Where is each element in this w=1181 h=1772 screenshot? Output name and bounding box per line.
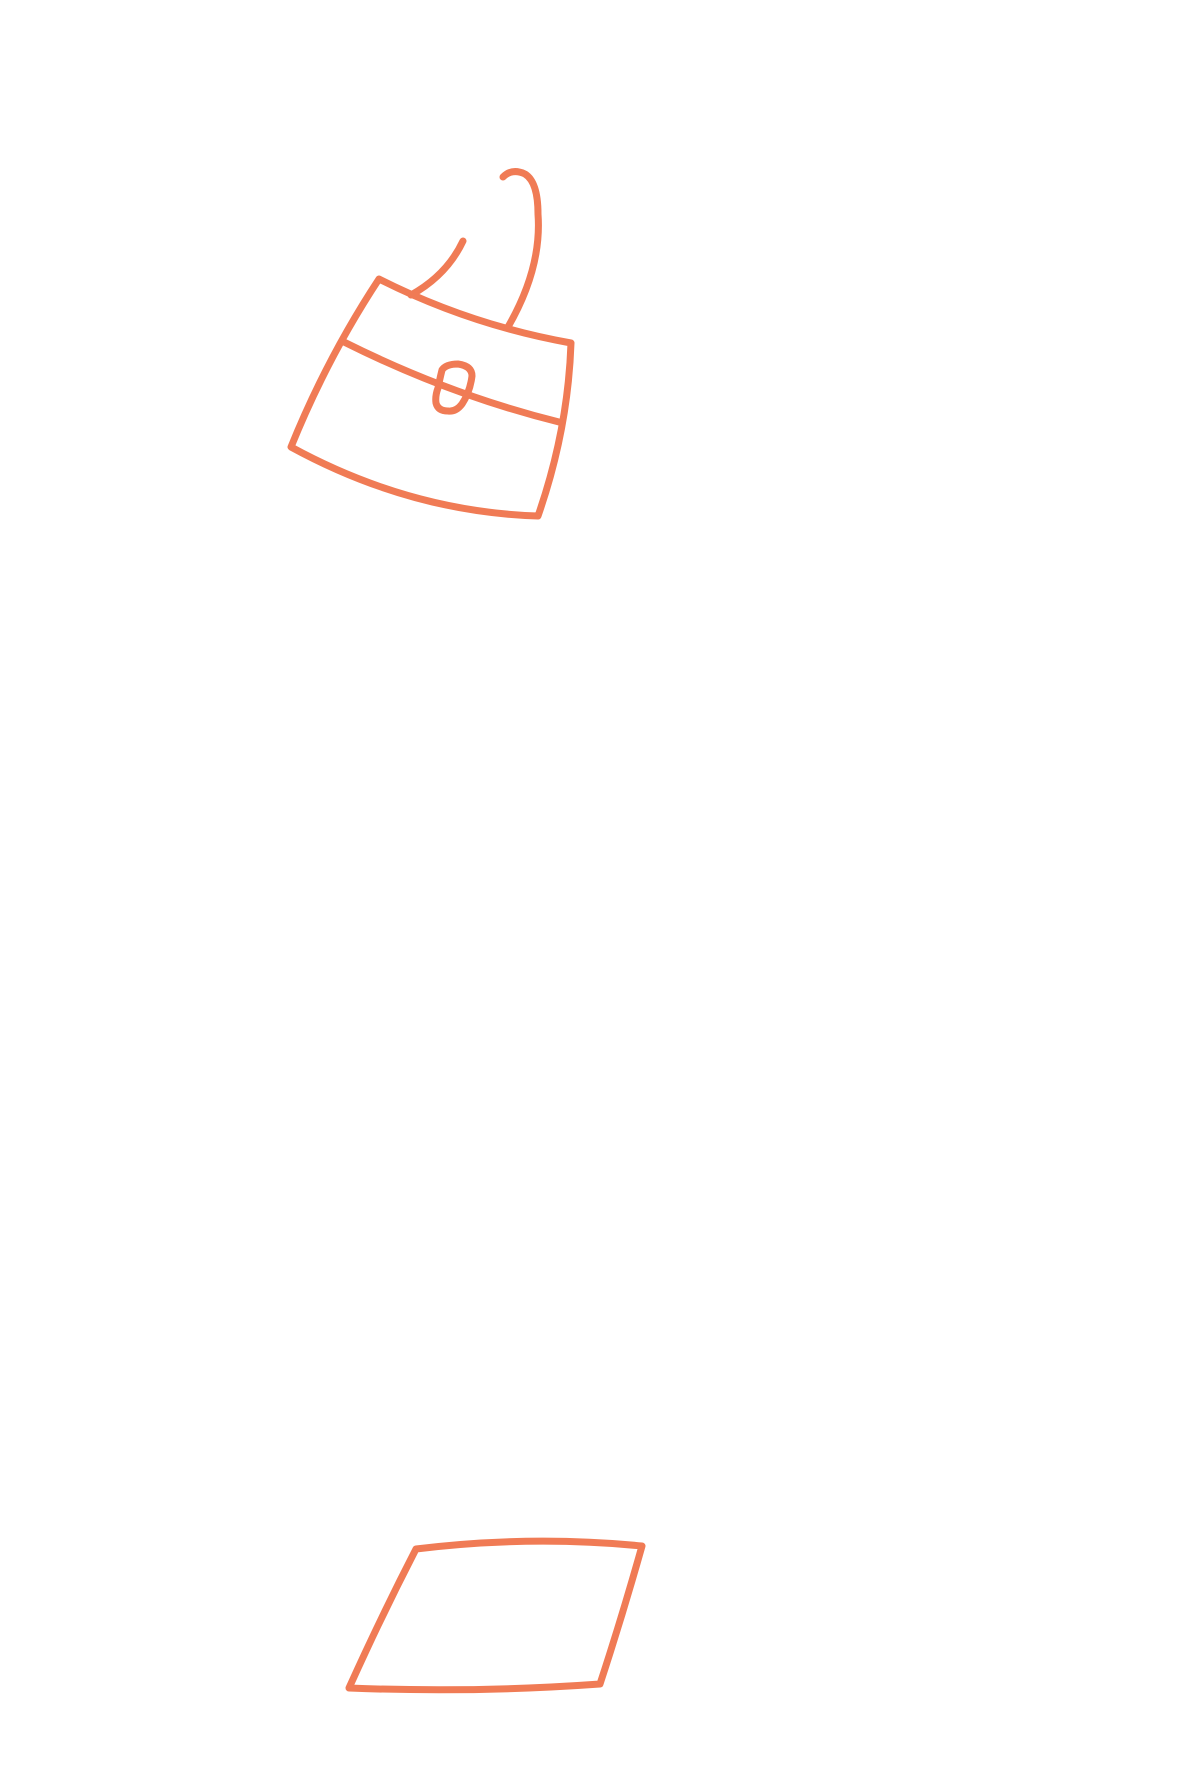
- handbag-icon: [287, 168, 575, 520]
- handbag-handle-right: [499, 168, 542, 331]
- parallelogram-shape: [345, 1537, 646, 1694]
- handbag-clasp: [432, 360, 476, 415]
- handbag-body: [287, 275, 575, 520]
- handbag-handle-left: [407, 237, 467, 299]
- handbag-flap-line: [340, 338, 563, 426]
